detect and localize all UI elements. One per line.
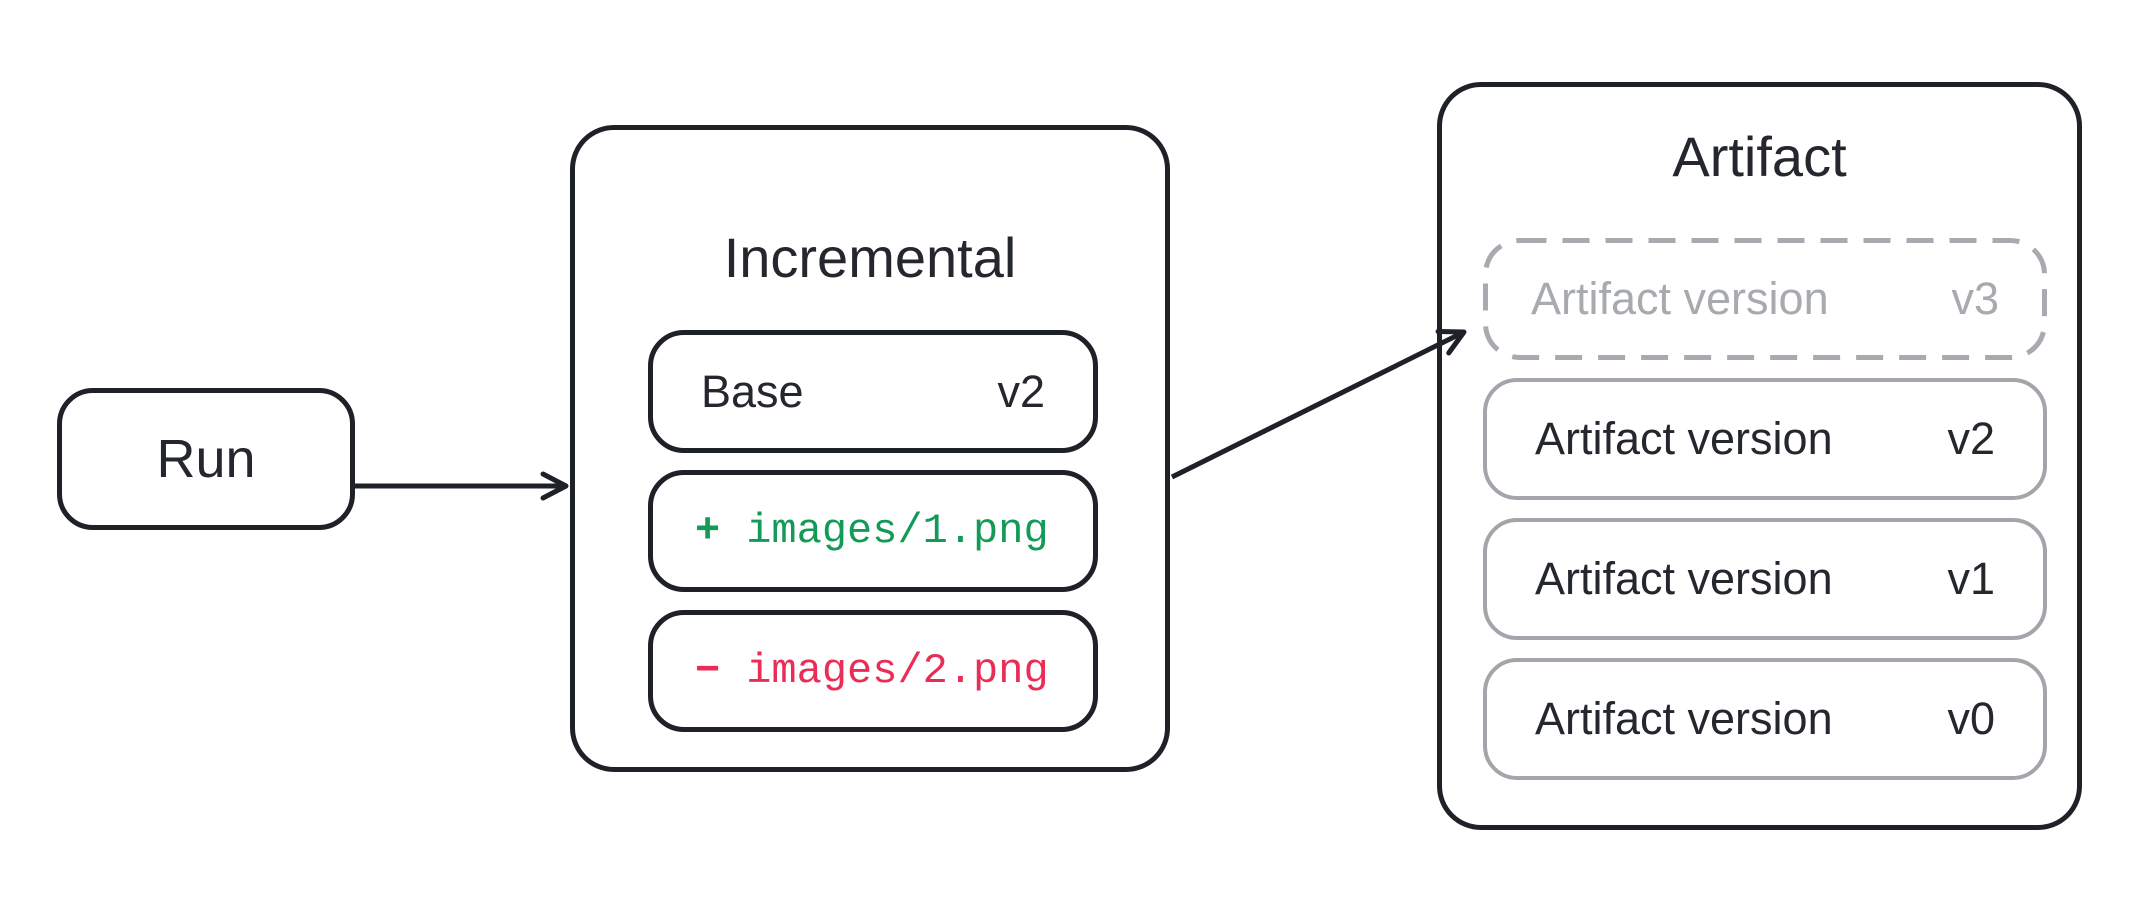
- artifact-version-label: Artifact version: [1535, 413, 1833, 464]
- artifact-version-label: Artifact version: [1531, 273, 1829, 324]
- artifact-title: Artifact: [1672, 125, 1847, 188]
- base-version-badge: v2: [997, 365, 1045, 417]
- plus-icon: +: [695, 507, 721, 555]
- artifact-version-label: Artifact version: [1535, 693, 1833, 744]
- added-file-row: + images/1.png: [648, 470, 1098, 592]
- run-node: Run: [57, 388, 355, 530]
- added-file-path: images/1.png: [746, 507, 1049, 555]
- incremental-title-line1: Incremental: [723, 226, 1017, 289]
- artifact-version-row-v1: Artifact version v1: [1483, 518, 2047, 640]
- minus-icon: −: [695, 647, 721, 695]
- artifact-version-badge: v2: [1947, 413, 1995, 464]
- artifact-version-row-v3: Artifact version v3: [1483, 238, 2047, 360]
- artifact-node: Artifact Artifact version v3 Artifact ve…: [1437, 82, 2082, 830]
- removed-file-path: images/2.png: [746, 647, 1049, 695]
- dashed-border: [1483, 238, 2047, 360]
- base-label: Base: [701, 365, 804, 417]
- base-version-row: Base v2: [648, 330, 1098, 453]
- removed-file-row: − images/2.png: [648, 610, 1098, 732]
- artifact-version-badge: v3: [1951, 273, 1999, 324]
- artifact-version-badge: v0: [1947, 693, 1995, 744]
- artifact-version-row-v0: Artifact version v0: [1483, 658, 2047, 780]
- incremental-artifact-node: Incremental artifact Base v2 + images/1.…: [570, 125, 1170, 772]
- arrow-incremental-to-artifact-v3: [1170, 328, 1467, 480]
- run-label: Run: [156, 429, 256, 489]
- artifact-version-label: Artifact version: [1535, 553, 1833, 604]
- artifact-version-row-v2: Artifact version v2: [1483, 378, 2047, 500]
- artifact-version-badge: v1: [1947, 553, 1995, 604]
